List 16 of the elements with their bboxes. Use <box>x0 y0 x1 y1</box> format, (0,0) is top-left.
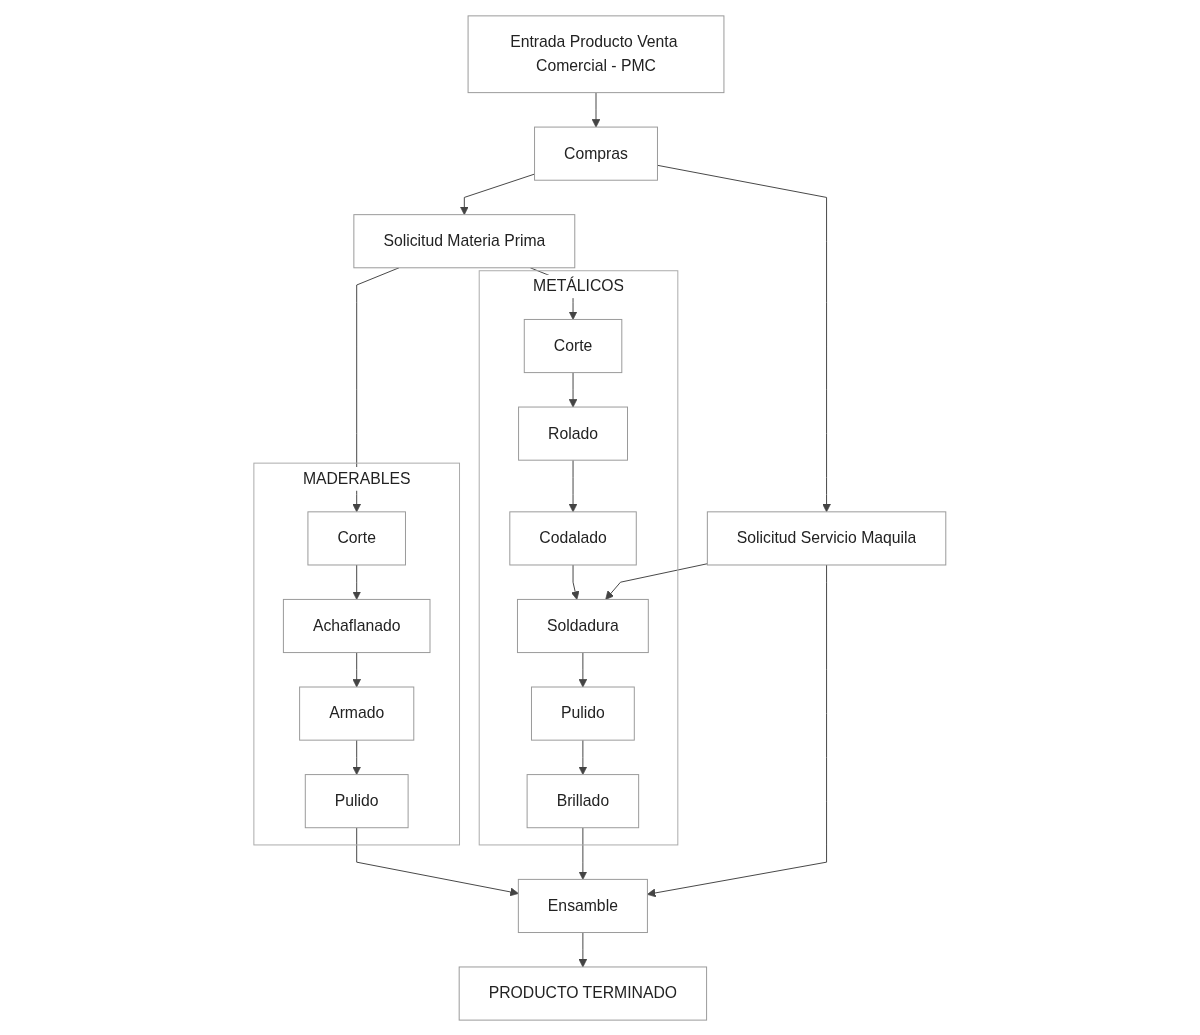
node-box: Achaflanado <box>283 598 431 653</box>
node-box: Soldadura <box>517 598 649 653</box>
node-box: PRODUCTO TERMINADO <box>458 966 708 1021</box>
node-box: Ensamble <box>518 878 649 933</box>
node-box: Corte <box>523 318 623 373</box>
node-box: Entrada Producto Venta Comercial - PMC <box>467 14 725 93</box>
node-box: Pulido <box>531 686 635 741</box>
node-box: Brillado <box>526 773 640 828</box>
node-box: Compras <box>534 126 659 181</box>
node-box: Armado <box>299 686 415 741</box>
node-box: Rolado <box>518 406 629 461</box>
node-box: Solicitud Materia Prima <box>353 213 576 268</box>
node-box: Solicitud Servicio Maquila <box>707 510 947 565</box>
node-box: Codalado <box>509 510 637 565</box>
node-box: Corte <box>307 510 407 565</box>
node-box: Pulido <box>304 773 409 828</box>
